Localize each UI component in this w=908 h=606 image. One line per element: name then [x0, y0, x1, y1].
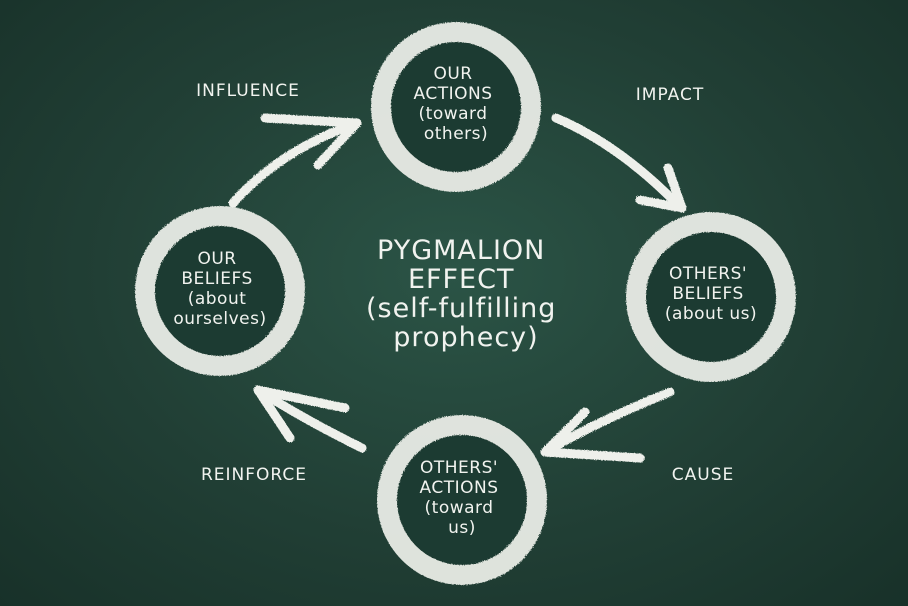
- edge-influence: [228, 113, 362, 208]
- node-label-line: BELIEFS: [181, 269, 252, 289]
- node-label-line: OTHERS': [420, 458, 498, 478]
- node-label: OTHERS' BELIEFS (about us): [665, 264, 757, 324]
- node-others-actions: OTHERS' ACTIONS (toward us): [377, 415, 547, 585]
- node-label-line: ourselves): [173, 309, 266, 329]
- node-label-line: us): [448, 518, 476, 538]
- node-label: OUR ACTIONS (toward others): [414, 64, 499, 144]
- edge-label-influence: INFLUENCE: [196, 81, 300, 101]
- node-label-line: (toward: [425, 498, 494, 518]
- center-title: PYGMALION EFFECT (self-fulfilling prophe…: [366, 235, 566, 353]
- node-label-line: (about us): [665, 304, 757, 324]
- arrow-head: [260, 113, 362, 170]
- edge-reinforce: [253, 385, 367, 453]
- arrow-head: [253, 385, 350, 443]
- center-title-line: prophecy): [393, 322, 538, 353]
- node-label: OUR BELIEFS (about ourselves): [173, 249, 266, 329]
- edge-label-cause: CAUSE: [672, 465, 734, 485]
- node-label-line: OUR: [197, 249, 236, 269]
- node-label-line: BELIEFS: [672, 284, 743, 304]
- arrow-head: [635, 163, 687, 213]
- edge-cause: [540, 387, 675, 463]
- center-title-line: (self-fulfilling: [366, 293, 556, 324]
- arrow-head: [540, 407, 645, 463]
- node-label: OTHERS' ACTIONS (toward us): [420, 458, 505, 538]
- node-label-line: others): [424, 124, 488, 144]
- arrow-shaft: [540, 387, 675, 457]
- arrow-shaft: [228, 118, 362, 208]
- edge-label-reinforce: REINFORCE: [201, 465, 307, 485]
- node-label-line: OUR: [433, 64, 472, 84]
- node-ring: [135, 206, 305, 376]
- node-label-line: (toward: [419, 104, 488, 124]
- center-title-line: PYGMALION: [377, 235, 545, 266]
- edge-label-impact: IMPACT: [636, 85, 704, 105]
- node-our-beliefs: OUR BELIEFS (about ourselves): [135, 206, 305, 376]
- node-label-line: OTHERS': [669, 264, 747, 284]
- node-ring: [371, 22, 541, 192]
- node-others-beliefs: OTHERS' BELIEFS (about us): [626, 212, 796, 382]
- center-title-line: EFFECT: [408, 264, 515, 295]
- node-label-line: (about: [188, 289, 247, 309]
- node-our-actions: OUR ACTIONS (toward others): [371, 22, 541, 192]
- node-label-line: ACTIONS: [420, 478, 499, 498]
- edge-impact: [551, 113, 687, 213]
- node-label-line: ACTIONS: [414, 84, 493, 104]
- arrow-shaft: [551, 113, 685, 212]
- node-ring: [377, 415, 547, 585]
- node-ring: [626, 212, 796, 382]
